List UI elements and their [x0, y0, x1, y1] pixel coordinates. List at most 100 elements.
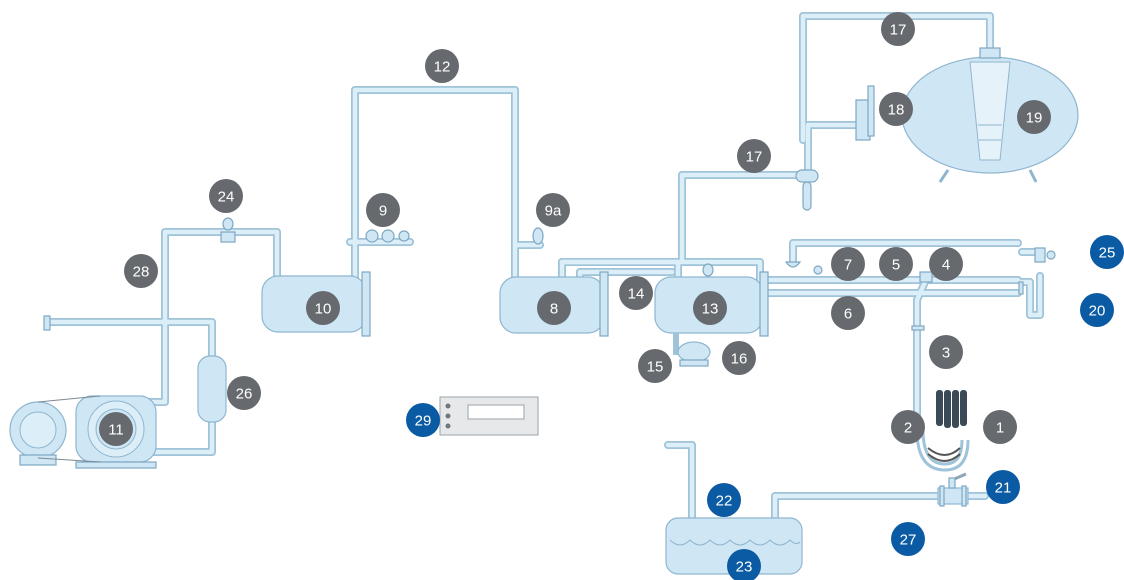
label-12: 12	[425, 49, 459, 83]
label-10: 10	[306, 291, 340, 325]
label-text: 26	[236, 386, 253, 403]
label-text: 10	[315, 301, 332, 318]
label-badge	[209, 179, 243, 213]
vacuum-balance	[197, 355, 227, 423]
label-4: 4	[929, 247, 963, 281]
label-17b: 17	[737, 139, 771, 173]
label-badge	[366, 193, 400, 227]
label-22: 22	[707, 483, 741, 517]
label-badge	[1080, 293, 1114, 327]
label-26: 26	[227, 376, 261, 410]
label-9: 9	[366, 193, 400, 227]
bulk-milk-tank	[901, 47, 1079, 183]
end-fittings	[1018, 247, 1056, 295]
label-text: 6	[844, 306, 852, 323]
label-badge	[537, 291, 571, 325]
label-badge	[831, 247, 865, 281]
label-text: 5	[892, 257, 900, 274]
label-text: 4	[942, 257, 950, 274]
label-13: 13	[693, 291, 727, 325]
valve	[937, 472, 969, 507]
label-text: 23	[736, 559, 753, 576]
label-badge	[638, 349, 672, 383]
label-badge	[425, 49, 459, 83]
label-text: 21	[995, 480, 1012, 497]
label-16: 16	[722, 341, 756, 375]
label-text: 8	[550, 301, 558, 318]
control-box	[439, 396, 539, 436]
label-text: 15	[647, 359, 664, 376]
label-badge	[693, 291, 727, 325]
label-text: 9a	[545, 203, 562, 220]
label-9a: 9a	[536, 193, 570, 227]
label-6: 6	[831, 296, 865, 330]
label-8: 8	[537, 291, 571, 325]
label-23: 23	[727, 549, 761, 580]
label-text: 20	[1089, 303, 1106, 320]
label-18: 18	[879, 92, 913, 126]
label-19: 19	[1017, 100, 1051, 134]
label-14: 14	[619, 276, 653, 310]
milk-pump	[673, 333, 711, 367]
label-text: 11	[108, 422, 124, 439]
label-15: 15	[638, 349, 672, 383]
label-badge	[707, 483, 741, 517]
label-text: 25	[1099, 245, 1116, 262]
label-24: 24	[209, 179, 243, 213]
label-text: 17	[890, 22, 907, 39]
label-text: 1	[996, 420, 1004, 437]
label-badge	[306, 291, 340, 325]
label-27: 27	[891, 522, 925, 556]
label-text: 14	[628, 286, 645, 303]
pulsator-fittings	[784, 261, 933, 283]
label-text: 2	[904, 420, 912, 437]
label-badge	[406, 403, 440, 437]
label-badge	[722, 341, 756, 375]
label-badge	[1017, 100, 1051, 134]
label-text: 17	[746, 149, 763, 166]
label-21: 21	[986, 470, 1020, 504]
electric-motor	[9, 395, 101, 466]
label-badge	[99, 412, 133, 446]
label-badge	[536, 193, 570, 227]
label-28: 28	[124, 254, 158, 288]
label-badge	[727, 549, 761, 580]
gauge-9a	[532, 227, 544, 245]
label-text: 28	[133, 264, 150, 281]
label-11: 11	[99, 412, 133, 446]
vacuum-gauges	[365, 229, 410, 243]
label-29: 29	[406, 403, 440, 437]
label-text: 12	[434, 59, 451, 76]
label-text: 18	[888, 102, 905, 119]
milking-cluster	[911, 325, 970, 472]
label-text: 9	[379, 203, 387, 220]
label-text: 24	[218, 189, 235, 206]
label-badge	[929, 247, 963, 281]
label-badge	[227, 376, 261, 410]
sanitary-trap	[795, 169, 819, 211]
label-badge	[986, 470, 1020, 504]
label-text: 3	[942, 345, 950, 362]
pipe-end-cap	[43, 315, 51, 331]
label-badge	[891, 522, 925, 556]
label-25: 25	[1090, 235, 1124, 269]
label-badge	[737, 139, 771, 173]
label-text: 22	[716, 493, 733, 510]
label-badge	[124, 254, 158, 288]
label-badge	[879, 92, 913, 126]
label-1: 1	[983, 410, 1017, 444]
label-text: 29	[415, 413, 432, 430]
label-text: 27	[900, 532, 917, 549]
label-20: 20	[1080, 293, 1114, 327]
label-text: 13	[702, 301, 719, 318]
label-badge	[831, 296, 865, 330]
label-2: 2	[891, 410, 925, 444]
label-badge	[983, 410, 1017, 444]
label-badge	[891, 410, 925, 444]
milk-filter	[855, 85, 875, 141]
label-badge	[879, 247, 913, 281]
label-text: 7	[844, 257, 852, 274]
label-text: 16	[731, 351, 748, 368]
